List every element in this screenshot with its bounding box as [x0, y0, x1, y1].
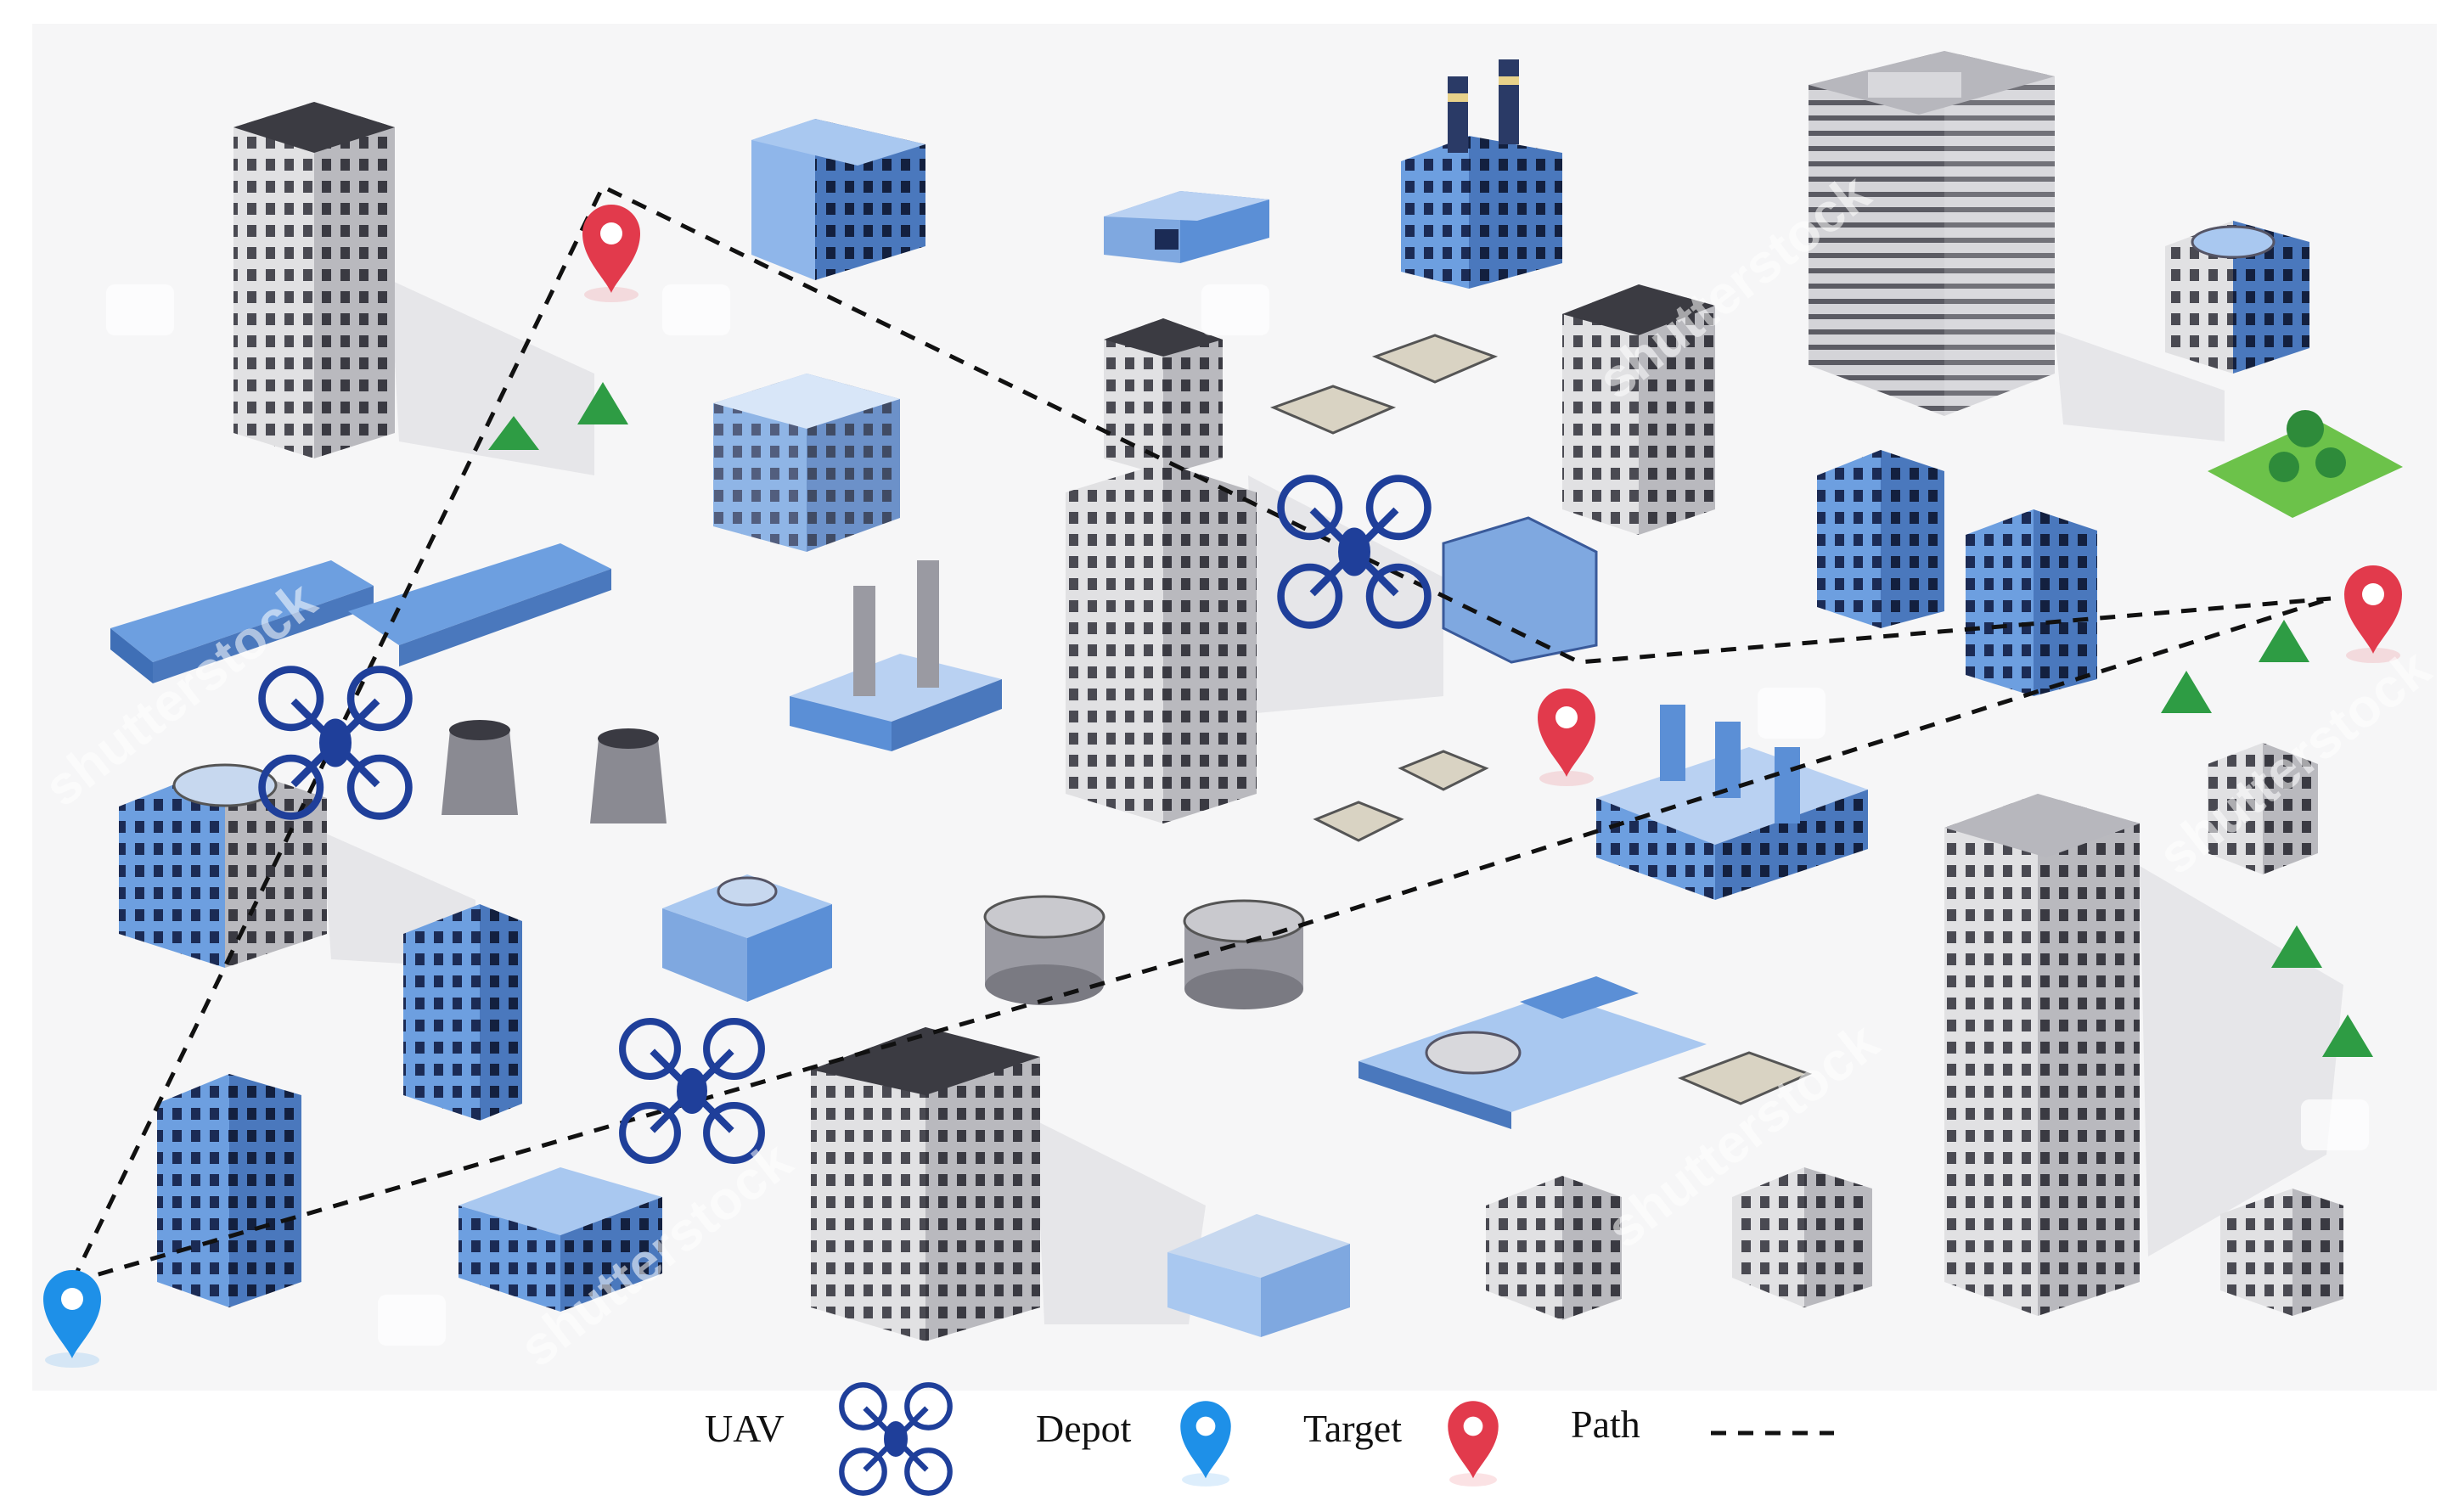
skyscraper-tall-right	[1944, 794, 2140, 1316]
factory-two-stacks-mid	[790, 560, 1002, 751]
office-blue-right-2	[1966, 509, 2097, 696]
legend-target-label: Target	[1303, 1407, 1402, 1450]
warehouse-blue-top	[1104, 191, 1269, 263]
route-2	[71, 596, 2332, 1284]
legend-uav-label: UAV	[705, 1407, 785, 1450]
legend-uav-icon	[841, 1385, 949, 1492]
office-blue-right-1	[1817, 450, 1944, 628]
factory-chimneys-top	[1401, 59, 1562, 289]
industrial-row-left	[110, 543, 611, 683]
office-grey-dome-left	[119, 763, 327, 968]
factory-blue-center	[1596, 705, 1868, 900]
legend-path-label: Path	[1571, 1402, 1640, 1446]
office-grey-bottom-right	[1486, 1167, 2343, 1320]
office-glass-mid	[713, 374, 900, 552]
warehouse-dome-mid	[662, 874, 832, 1002]
skyscraper-central	[1066, 318, 1257, 823]
legend-depot-icon	[1180, 1401, 1231, 1487]
legend-graphics	[841, 1385, 1834, 1492]
tower-grey-left	[233, 102, 395, 458]
cooling-towers	[442, 720, 667, 823]
office-grey-bottom-mid	[811, 1027, 1040, 1341]
skyscraper-striped	[1809, 51, 2055, 416]
park-block	[2208, 410, 2403, 518]
legend-depot-label: Depot	[1036, 1407, 1132, 1450]
office-grey-right-top	[2165, 221, 2309, 374]
office-grey-right-mid	[1562, 284, 1715, 535]
warehouse-blue-bottom	[458, 1167, 662, 1312]
watermark-tiles	[106, 284, 2369, 1346]
trees	[488, 382, 2373, 1057]
vehicles	[1269, 334, 1813, 1105]
office-glass-bottom	[1167, 1214, 1350, 1337]
office-blue-small-left	[403, 904, 522, 1121]
legend-target-icon	[1448, 1401, 1499, 1487]
refinery-platform	[1359, 976, 1707, 1129]
office-blue-bottom-left	[157, 1074, 301, 1307]
office-grey-right-small	[2208, 743, 2318, 874]
office-blue-top	[751, 119, 925, 280]
